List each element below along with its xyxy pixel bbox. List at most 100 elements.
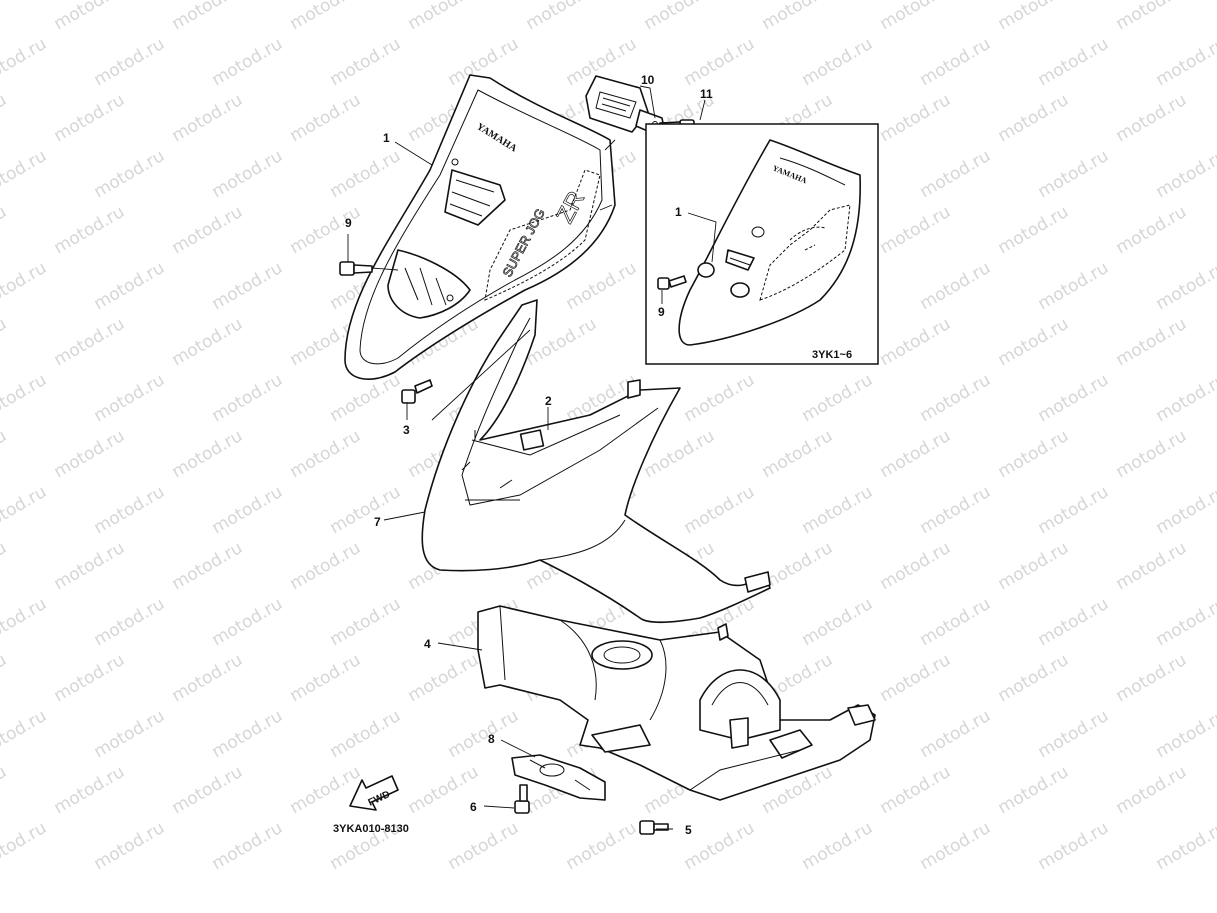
watermark-text: motod.ru <box>91 146 169 202</box>
watermark-text: motod.ru <box>169 762 247 818</box>
watermark-text: motod.ru <box>1153 818 1217 874</box>
watermark-text: motod.ru <box>51 90 129 146</box>
watermark-text: motod.ru <box>0 258 50 314</box>
watermark-text: motod.ru <box>917 370 995 426</box>
watermark-text: motod.ru <box>995 202 1073 258</box>
callout-4: 4 <box>424 637 431 651</box>
watermark-text: motod.ru <box>877 90 955 146</box>
watermark-text: motod.ru <box>1035 594 1113 650</box>
watermark-text: motod.ru <box>877 202 955 258</box>
watermark-text: motod.ru <box>0 538 10 594</box>
watermark-text: motod.ru <box>799 370 877 426</box>
watermark-text: motod.ru <box>1113 314 1191 370</box>
watermark-text: motod.ru <box>91 706 169 762</box>
watermark-text: motod.ru <box>0 818 50 874</box>
watermark-text: motod.ru <box>799 594 877 650</box>
watermark-text: motod.ru <box>169 538 247 594</box>
watermark-text: motod.ru <box>287 538 365 594</box>
watermark-text: motod.ru <box>0 594 50 650</box>
watermark-text: motod.ru <box>877 0 955 34</box>
watermark-text: motod.ru <box>169 426 247 482</box>
watermark-text: motod.ru <box>995 538 1073 594</box>
watermark-text: motod.ru <box>1153 258 1217 314</box>
watermark-text: motod.ru <box>995 762 1073 818</box>
watermark-text: motod.ru <box>877 762 955 818</box>
watermark-text: motod.ru <box>287 426 365 482</box>
watermark-text: motod.ru <box>209 146 287 202</box>
bracket-part-8 <box>511 754 606 801</box>
watermark-text: motod.ru <box>917 258 995 314</box>
watermark-text: motod.ru <box>287 762 365 818</box>
front-cover-part-1: YAMAHA SUPER JOG ZR <box>344 74 616 380</box>
watermark-text: motod.ru <box>917 706 995 762</box>
watermark-text: motod.ru <box>209 818 287 874</box>
callout-numbers: 1 2 3 4 5 6 7 8 9 10 11 1 9 <box>345 73 713 837</box>
watermark-text: motod.ru <box>0 34 50 90</box>
watermark-text: motod.ru <box>91 818 169 874</box>
watermark-text: motod.ru <box>0 314 10 370</box>
watermark-text: motod.ru <box>169 650 247 706</box>
watermark-text: motod.ru <box>51 538 129 594</box>
watermark-text: motod.ru <box>995 426 1073 482</box>
callout-6: 6 <box>470 800 477 814</box>
watermark-text: motod.ru <box>995 0 1073 34</box>
watermark-text: motod.ru <box>1153 706 1217 762</box>
callout-3: 3 <box>403 423 410 437</box>
watermark-text: motod.ru <box>1153 594 1217 650</box>
watermark-text: motod.ru <box>1113 426 1191 482</box>
watermark-text: motod.ru <box>1153 370 1217 426</box>
callout-1: 1 <box>383 131 390 145</box>
watermark-text: motod.ru <box>681 818 759 874</box>
watermark-text: motod.ru <box>799 818 877 874</box>
watermark-text: motod.ru <box>0 482 50 538</box>
watermark-text: motod.ru <box>1113 538 1191 594</box>
watermark-text: motod.ru <box>169 202 247 258</box>
watermark-text: motod.ru <box>681 34 759 90</box>
watermark-text: motod.ru <box>209 594 287 650</box>
watermark-text: motod.ru <box>51 426 129 482</box>
callout-10: 10 <box>641 73 655 87</box>
watermark-text: motod.ru <box>209 258 287 314</box>
watermark-text: motod.ru <box>759 426 837 482</box>
watermark-text: motod.ru <box>405 650 483 706</box>
watermark-text: motod.ru <box>917 34 995 90</box>
watermark-text: motod.ru <box>169 314 247 370</box>
watermark-text: motod.ru <box>917 594 995 650</box>
watermark-text: motod.ru <box>287 202 365 258</box>
watermark-text: motod.ru <box>759 0 837 34</box>
inset-screw-part-9 <box>657 275 687 290</box>
watermark-text: motod.ru <box>209 370 287 426</box>
leg-shield-part-7 <box>421 299 771 623</box>
inset-callout-1: 1 <box>675 205 682 219</box>
watermark-text: motod.ru <box>287 650 365 706</box>
watermark-text: motod.ru <box>799 482 877 538</box>
watermark-text: motod.ru <box>1035 146 1113 202</box>
watermark-text: motod.ru <box>563 258 641 314</box>
watermark-text: motod.ru <box>1035 34 1113 90</box>
callout-8: 8 <box>488 732 495 746</box>
inner-cover-part-4 <box>477 605 876 801</box>
screw-part-6 <box>514 784 530 814</box>
watermark-text: motod.ru <box>917 818 995 874</box>
watermark-text: motod.ru <box>1035 370 1113 426</box>
watermark-text: motod.ru <box>0 146 50 202</box>
watermark-text: motod.ru <box>1035 818 1113 874</box>
watermark-text: motod.ru <box>681 482 759 538</box>
watermark-text: motod.ru <box>1153 146 1217 202</box>
watermark-text: motod.ru <box>1035 706 1113 762</box>
watermark-text: motod.ru <box>0 426 10 482</box>
watermark-text: motod.ru <box>209 34 287 90</box>
watermark-text: motod.ru <box>0 650 10 706</box>
watermark-text: motod.ru <box>1035 482 1113 538</box>
inset-callout-9: 9 <box>658 305 665 319</box>
watermark-text: motod.ru <box>0 706 50 762</box>
watermark-text: motod.ru <box>877 314 955 370</box>
watermark-text: motod.ru <box>51 0 129 34</box>
watermark-text: motod.ru <box>287 90 365 146</box>
watermark-text: motod.ru <box>799 34 877 90</box>
watermark-text: motod.ru <box>523 0 601 34</box>
watermark-text: motod.ru <box>287 0 365 34</box>
watermark-text: motod.ru <box>0 0 10 34</box>
callout-2: 2 <box>545 394 552 408</box>
watermark-text: motod.ru <box>1113 0 1191 34</box>
